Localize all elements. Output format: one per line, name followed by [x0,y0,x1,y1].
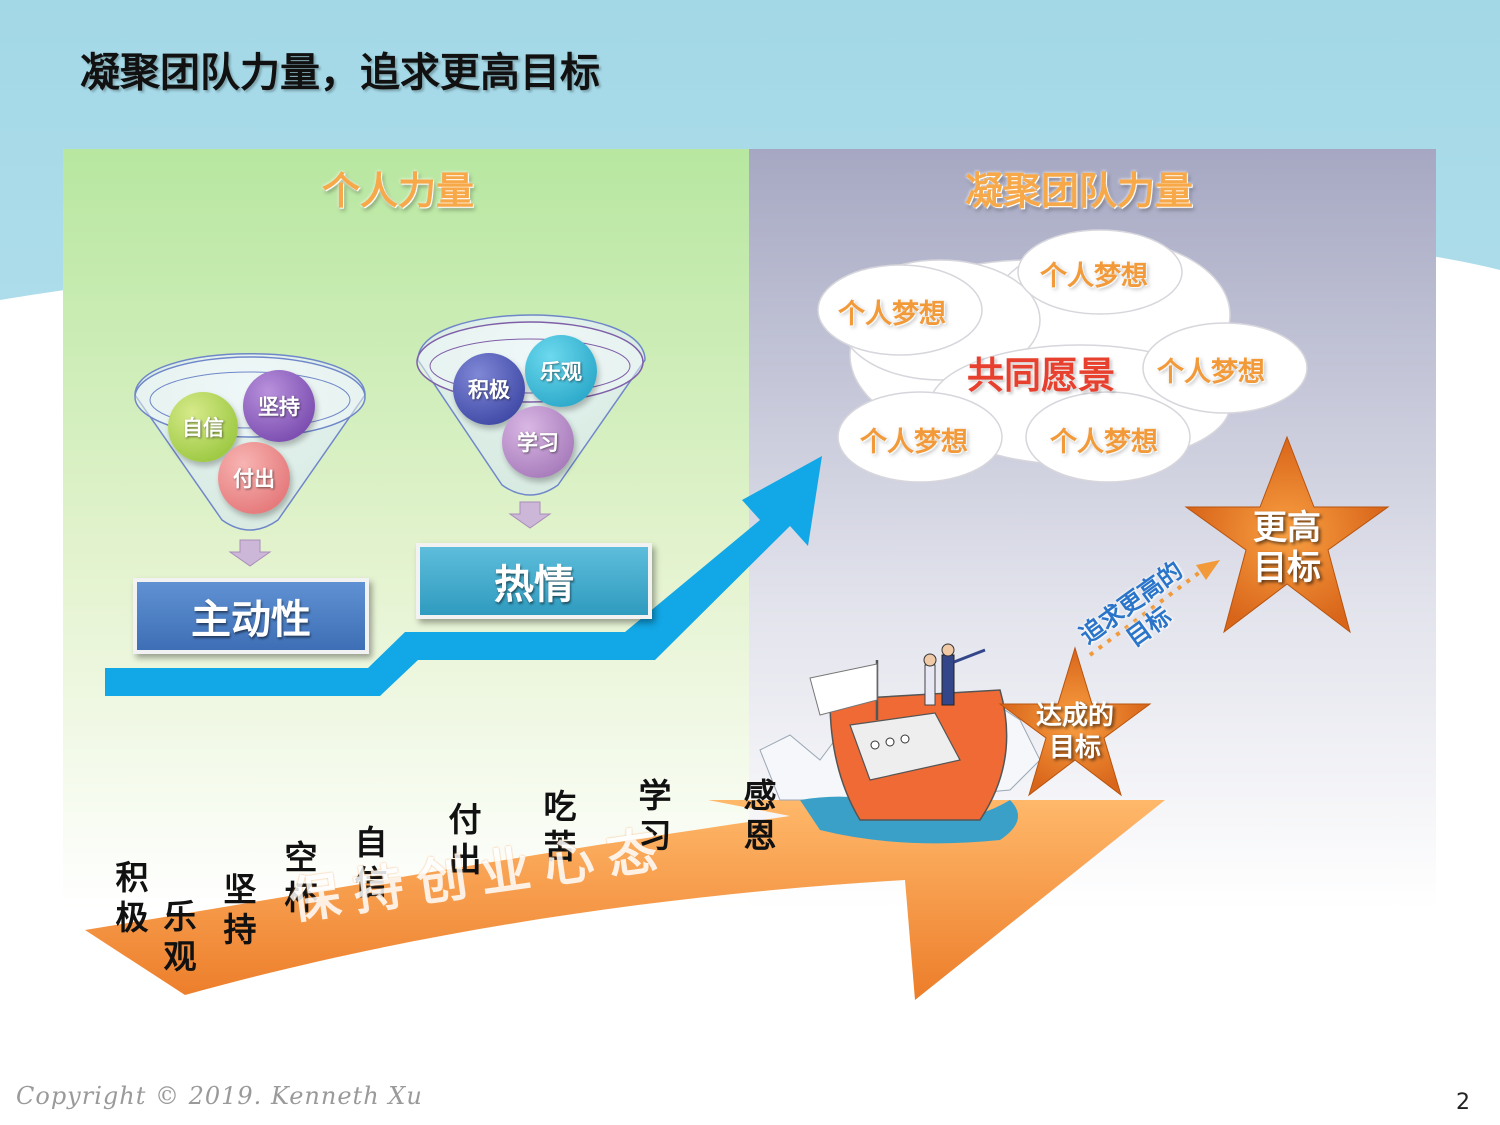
dream-label: 个人梦想 [860,427,968,458]
ball-learning: 学习 [502,406,574,478]
mindset-word: 乐观 [163,897,197,976]
big-star [1184,435,1390,634]
dream-label: 个人梦想 [1050,427,1158,458]
growth-arrow [105,456,822,696]
vision-cloud [817,229,1308,483]
ball-positive: 积极 [453,353,525,425]
boat-illustration [759,643,1041,844]
ball-optimism: 乐观 [525,335,597,407]
mindset-word: 吃苦 [543,787,577,866]
achieved-goal-label: 达成的目标 [1035,701,1114,763]
mindset-word: 自信 [354,823,388,902]
mindset-word: 感恩 [743,776,777,855]
ball-persistence: 坚持 [243,370,315,442]
ball-confidence: 自信 [168,392,238,462]
mindset-word: 学习 [638,776,672,855]
shared-vision-label: 共同愿景 [967,354,1115,397]
small-star [998,646,1152,797]
passion-box: 热情 [416,543,652,619]
mindset-word: 空杯 [284,838,318,917]
mindset-word: 坚持 [223,870,257,949]
slide-title: 凝聚团队力量，追求更高目标 [80,50,600,96]
mindset-word: 积极 [115,858,149,937]
individual-strength-heading: 个人力量 [322,169,475,213]
dream-label: 个人梦想 [1040,261,1148,292]
dream-label: 个人梦想 [1157,357,1265,388]
mindset-arrow [85,800,1165,1000]
higher-goal-label: 更高目标 [1253,508,1321,588]
initiative-box: 主动性 [133,578,369,654]
copyright-text: Copyright © 2019. Kenneth Xu [16,1082,423,1110]
page-number: 2 [1456,1090,1470,1115]
team-strength-heading: 凝聚团队力量 [965,169,1194,213]
ball-dedication: 付出 [218,442,290,514]
mindset-word: 付出 [448,800,482,879]
dream-label: 个人梦想 [838,299,946,330]
